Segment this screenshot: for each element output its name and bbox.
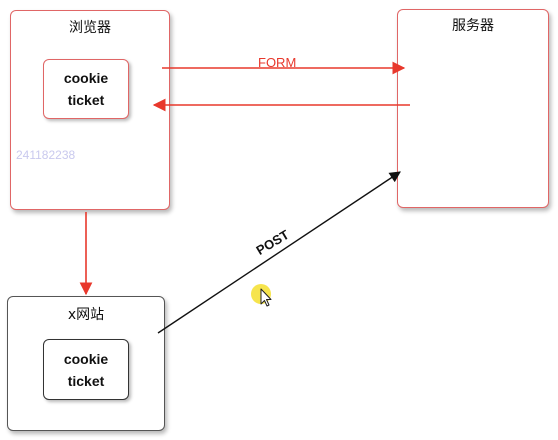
post-arrow-label: POST — [253, 226, 292, 259]
server-box: 服务器 — [397, 9, 549, 208]
site-box: x网站 cookie ticket — [7, 296, 165, 431]
browser-credentials-box: cookie ticket — [43, 59, 129, 119]
post-arrow — [157, 171, 401, 334]
site-ticket-label: ticket — [67, 372, 105, 389]
browser-ticket-label: ticket — [67, 92, 105, 108]
browser-title: 浏览器 — [69, 20, 111, 36]
server-title: 服务器 — [452, 18, 494, 34]
form-arrow-label: FORM — [258, 55, 297, 70]
watermark-text: 241182238 — [16, 148, 76, 162]
browser-cookie-label: cookie — [63, 70, 109, 86]
mouse-pointer-icon — [251, 284, 272, 307]
browser-box: 浏览器 cookie ticket — [10, 10, 170, 210]
site-title: x网站 — [67, 307, 105, 323]
site-credentials-box: cookie ticket — [43, 339, 129, 400]
site-cookie-label: cookie — [63, 350, 109, 367]
